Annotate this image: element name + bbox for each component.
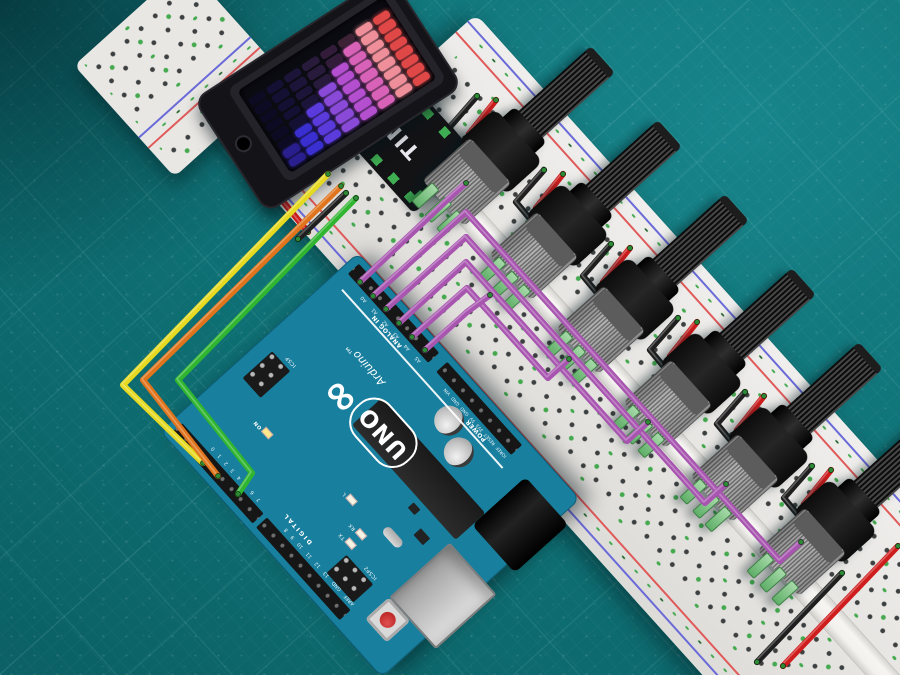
rx-led xyxy=(355,528,368,541)
crystal-oscillator xyxy=(381,525,404,550)
reset-button-cap xyxy=(376,609,399,632)
digital-header-b xyxy=(171,423,264,524)
on-led xyxy=(261,427,274,440)
mounting-hole xyxy=(234,135,252,153)
tx-led xyxy=(344,537,357,550)
usb-connector xyxy=(389,542,497,649)
l-led xyxy=(345,493,358,506)
smd-chip xyxy=(413,528,430,545)
smd-chip xyxy=(408,502,421,515)
power-jack xyxy=(472,477,568,573)
wire-end-cap xyxy=(296,237,301,242)
